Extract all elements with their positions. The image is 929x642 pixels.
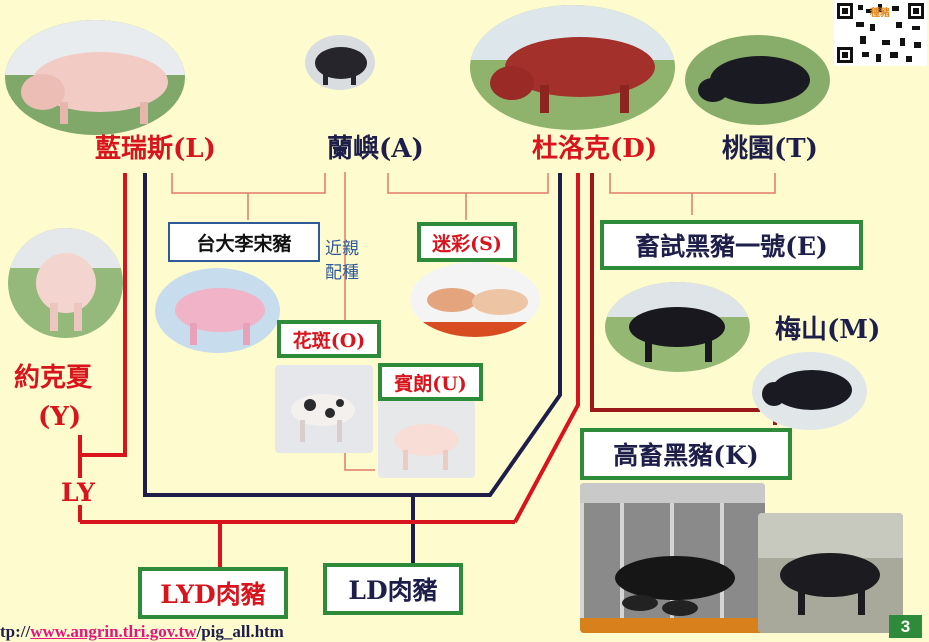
kaohsiung-pen-photo	[580, 483, 765, 633]
ld-label: LD肉豬	[348, 576, 438, 605]
meishan-photo	[752, 352, 867, 430]
yorkshire-photo	[8, 228, 123, 338]
qr-code[interactable]	[834, 0, 927, 66]
duroc-to-kaohsiung	[590, 173, 760, 412]
lyd-box: LYD肉豬	[138, 567, 288, 619]
kaohsiung-pig-photo	[758, 513, 903, 633]
duroc-to-lyd	[513, 173, 580, 523]
landrace-label: 藍瑞斯(L)	[95, 134, 216, 164]
binlang-photo	[378, 400, 475, 478]
page-number: 3	[889, 615, 922, 638]
lanyu-photo	[305, 35, 375, 90]
blackpig-e-label: 畜試黑豬一號(E)	[635, 232, 828, 261]
mini-photo	[410, 262, 540, 337]
huaban-box: 花斑(O)	[277, 320, 381, 358]
landrace-to-ld	[143, 173, 413, 497]
red-lines	[78, 173, 580, 567]
kaohsiung-box: 高畜黑豬(K)	[580, 428, 792, 480]
lyd-label: LYD肉豬	[160, 580, 266, 609]
inbreeding-note-line1: 近親	[325, 239, 359, 259]
landrace-to-ly	[80, 173, 127, 457]
meishan-label: 梅山(M)	[775, 315, 881, 345]
yorkshire-label-line2: (Y)	[38, 402, 82, 432]
mini-label: 迷彩(S)	[432, 232, 502, 255]
mini-connector	[387, 173, 549, 194]
duroc-to-ld	[413, 173, 562, 497]
taoyuan-label: 桃園(T)	[722, 134, 818, 164]
ly-label: LY	[61, 478, 95, 507]
taida-label: 台大李宋豬	[196, 232, 292, 255]
binlang-label: 賓朗(U)	[394, 372, 467, 395]
duroc-label: 杜洛克(D)	[532, 134, 658, 164]
thin-connectors	[171, 172, 776, 471]
inbreeding-note-line2: 配種	[325, 263, 359, 283]
taoyuan-photo	[685, 35, 830, 125]
source-url[interactable]: tp://www.angrin.tlri.gov.tw/pig_all.htm	[0, 622, 284, 642]
taida-photo	[155, 268, 280, 353]
kaohsiung-label: 高畜黑豬(K)	[613, 441, 759, 470]
blackpig-e-photo	[605, 282, 750, 372]
taida-box: 台大李宋豬	[168, 222, 320, 262]
dark-lines	[143, 173, 562, 565]
yorkshire-label-line1: 約克夏	[14, 363, 93, 393]
huaban-label: 花斑(O)	[292, 329, 366, 352]
binlang-box: 賓朗(U)	[378, 363, 483, 401]
url-prefix: tp://	[0, 622, 31, 641]
url-link[interactable]: www.angrin.tlri.gov.tw	[30, 622, 197, 641]
lanyu-label: 蘭嶼(A)	[327, 134, 424, 164]
blackpig-connector	[609, 173, 776, 194]
taida-connector	[171, 173, 326, 194]
url-suffix: /pig_all.htm	[196, 622, 284, 641]
blackpig-e-box: 畜試黑豬一號(E)	[600, 220, 863, 270]
duroc-photo	[470, 5, 675, 130]
mini-box: 迷彩(S)	[417, 222, 517, 262]
huaban-photo	[275, 365, 373, 453]
qr-label: 種豬	[870, 8, 890, 19]
landrace-photo	[5, 20, 185, 135]
ld-box: LD肉豬	[323, 563, 463, 615]
